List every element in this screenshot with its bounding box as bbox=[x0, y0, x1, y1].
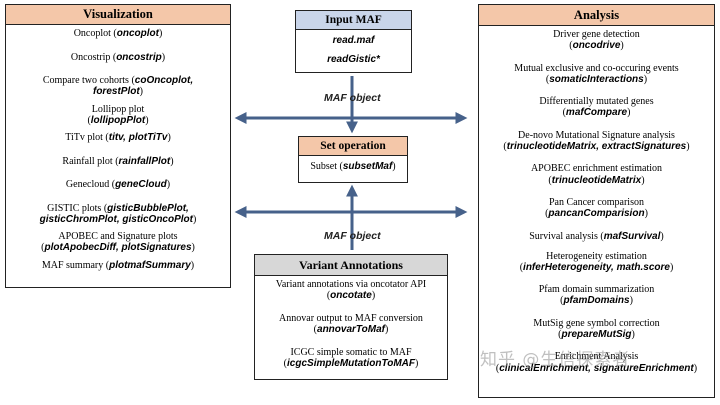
viz-item-apobec-signature: APOBEC and Signature plots(plotApobecDif… bbox=[41, 231, 195, 254]
analysis-item-driver-gene: Driver gene detection(oncodrive) bbox=[553, 29, 640, 52]
viz-item-oncoplot: Oncoplot (oncoplot) bbox=[73, 28, 163, 39]
viz-item-rainfall: Rainfall plot (rainfallPlot) bbox=[62, 155, 174, 167]
analysis-item-survival: Survival analysis (mafSurvival) bbox=[529, 230, 664, 242]
viz-item-genecloud: Genecloud (geneCloud) bbox=[65, 179, 171, 190]
analysis-item-apobec: APOBEC enrichment estimation(trinucleoti… bbox=[530, 163, 663, 186]
viz-item-titv: TiTv plot (titv, plotTiTv) bbox=[65, 132, 171, 143]
visualization-panel: Visualization Oncoplot (oncoplot) Oncost… bbox=[5, 4, 231, 288]
viz-item-lollipop: Lollipop plot(lollipopPlot) bbox=[87, 103, 149, 126]
analysis-panel: Analysis Driver gene detection(oncodrive… bbox=[478, 4, 715, 398]
analysis-item-pfam: Pfam domain summarization(pfamDomains) bbox=[538, 284, 655, 307]
viz-item-compare-cohorts: Compare two cohorts (coOncoplot,forestPl… bbox=[42, 75, 194, 98]
maf-object-label-bottom: MAF object bbox=[324, 230, 381, 242]
visualization-list: Oncoplot (oncoplot) Oncostrip (oncostrip… bbox=[6, 25, 230, 283]
variant-annotations-list: Variant annotations via oncotator API(on… bbox=[255, 276, 447, 381]
variant-item-oncotate: Variant annotations via oncotator API(on… bbox=[275, 279, 427, 302]
variant-annotations-title: Variant Annotations bbox=[255, 255, 447, 276]
analysis-item-pancancer: Pan Cancer comparison(pancanComparision) bbox=[545, 196, 648, 220]
variant-item-icgc: ICGC simple somatic to MAF(icgcSimpleMut… bbox=[283, 347, 419, 370]
analysis-item-denovo-signature: De-novo Mutational Signature analysis(tr… bbox=[503, 129, 690, 152]
analysis-item-mutsig: MutSig gene symbol correction(prepareMut… bbox=[533, 317, 660, 340]
analysis-item-heterogeneity: Heterogeneity estimation(inferHeterogene… bbox=[519, 250, 674, 273]
visualization-title: Visualization bbox=[6, 5, 230, 25]
variant-item-annovar: Annovar output to MAF conversion(annovar… bbox=[279, 313, 423, 336]
analysis-item-mutual-exclusive: Mutual exclusive and co-occuring events(… bbox=[514, 62, 679, 85]
set-operation-title: Set operation bbox=[299, 137, 407, 156]
maf-object-label-top: MAF object bbox=[324, 92, 381, 104]
watermark: 知乎 @生信探索者 bbox=[480, 350, 631, 370]
input-item-read-maf: read.maf bbox=[332, 35, 375, 46]
analysis-item-enrichment: Enrichment Analysis(clinicalEnrichment, … bbox=[495, 351, 698, 374]
input-item-read-gistic: readGistic* bbox=[327, 54, 380, 65]
variant-annotations-panel: Variant Annotations Variant annotations … bbox=[254, 254, 448, 380]
analysis-item-diff-mutated: Differentially mutated genes(mafCompare) bbox=[539, 96, 654, 119]
input-maf-list: read.maf readGistic* bbox=[296, 30, 411, 73]
input-maf-title: Input MAF bbox=[296, 11, 411, 30]
viz-item-oncostrip: Oncostrip (oncostrip) bbox=[70, 51, 166, 63]
set-operation-panel: Set operation Subset (subsetMaf) bbox=[298, 136, 408, 183]
analysis-title: Analysis bbox=[479, 5, 714, 26]
analysis-list: Driver gene detection(oncodrive) Mutual … bbox=[479, 26, 714, 385]
viz-item-maf-summary: MAF summary (plotmafSummary) bbox=[41, 259, 195, 271]
set-operation-item: Subset (subsetMaf) bbox=[310, 161, 396, 172]
viz-item-gistic: GISTIC plots (gisticBubblePlot,gisticChr… bbox=[39, 202, 197, 225]
input-maf-panel: Input MAF read.maf readGistic* bbox=[295, 10, 412, 73]
